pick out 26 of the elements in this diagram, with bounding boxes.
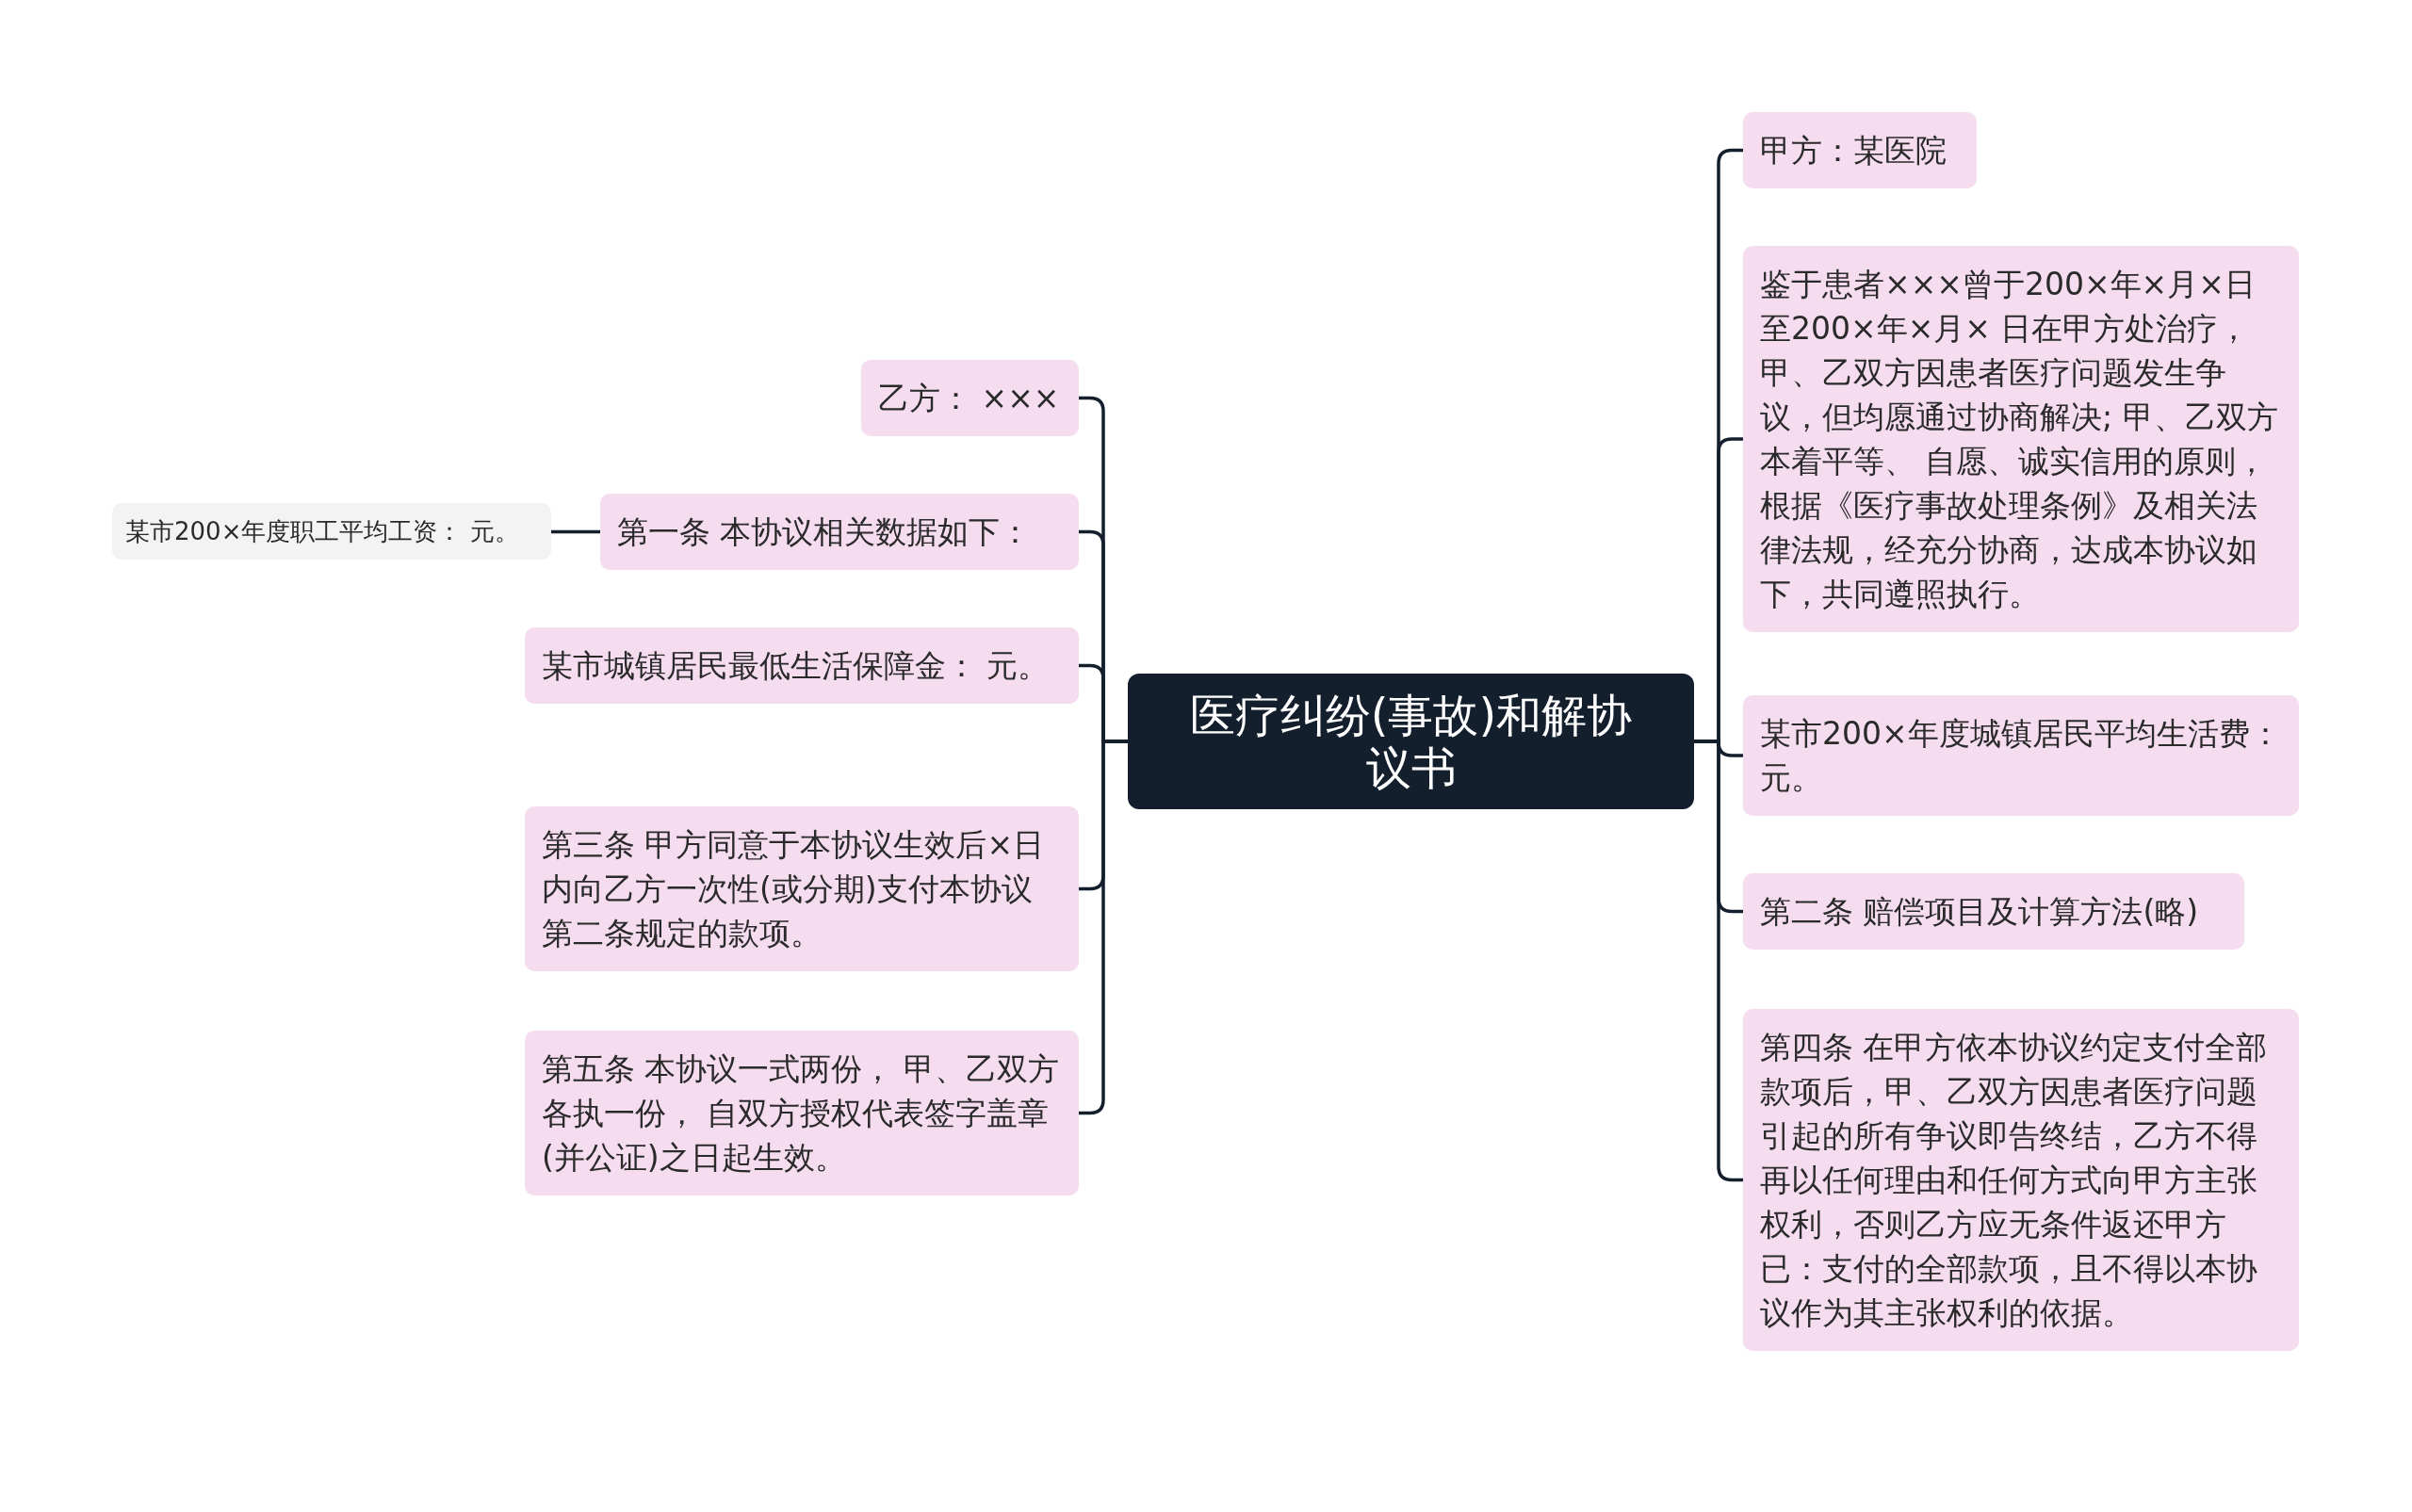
node-text: 第一条 本协议相关数据如下： <box>617 512 1032 552</box>
node-text: 乙方： ××× <box>878 379 1060 418</box>
node-text: 某市200×年度职工平均工资： 元。 <box>125 516 519 547</box>
connector-line <box>1694 740 1743 1182</box>
connector-line <box>551 529 600 534</box>
topic-box <box>525 1031 1079 1195</box>
node-text: 某市200×年度城镇居民平均生活费：元。 <box>1760 714 2282 798</box>
node-text: 甲方：某医院 <box>1760 131 1947 171</box>
central-topic-box <box>1128 674 1694 809</box>
node-text: 第二条 赔偿项目及计算方法(略) <box>1760 892 2199 932</box>
topic-box <box>600 494 1079 570</box>
node-text: 第五条 本协议一式两份， 甲、乙双方各执一份， 自双方授权代表签字盖章(并公证)之日起生效。 <box>542 1049 1060 1178</box>
topic-box <box>525 627 1079 704</box>
node-text: 第三条 甲方同意于本协议生效后×日内向乙方一次性(或分期)支付本协议第二条规定的款项。 <box>542 825 1046 953</box>
topic-box <box>1743 1009 2299 1351</box>
node-text: 医疗纠纷(事故)和解协议书 <box>1188 689 1634 794</box>
node-text: 鉴于患者×××曾于200×年×月×日至200×年×月× 日在甲方处治疗，甲、乙双方因患者医疗问题发生争议，但均愿通过协商解决; 甲、乙双方本着平等、 自愿、诚实信用的原则，根据《医疗事故处理条例》及相关法律法规，经充分协商，达成本协议如下，共同遵照执行。 <box>1760 265 2279 614</box>
topic-box <box>861 360 1079 436</box>
topic-box <box>1743 695 2299 816</box>
node-text: 第四条 在甲方依本协议约定支付全部款项后，甲、乙双方因患者医疗问题引起的所有争议即告终结，乙方不得再以任何理由和任何方式向甲方主张权利，否则乙方应无条件返还甲方已：支付的全部款项，且不得以本协议作为其主张权利的依据。 <box>1760 1028 2269 1333</box>
topic-box <box>1743 873 2244 950</box>
topic-box <box>1743 112 1977 188</box>
subtopic-box <box>112 503 551 560</box>
node-text: 某市城镇居民最低生活保障金： 元。 <box>542 646 1050 686</box>
topic-box <box>525 806 1079 971</box>
topic-box <box>1743 246 2299 632</box>
